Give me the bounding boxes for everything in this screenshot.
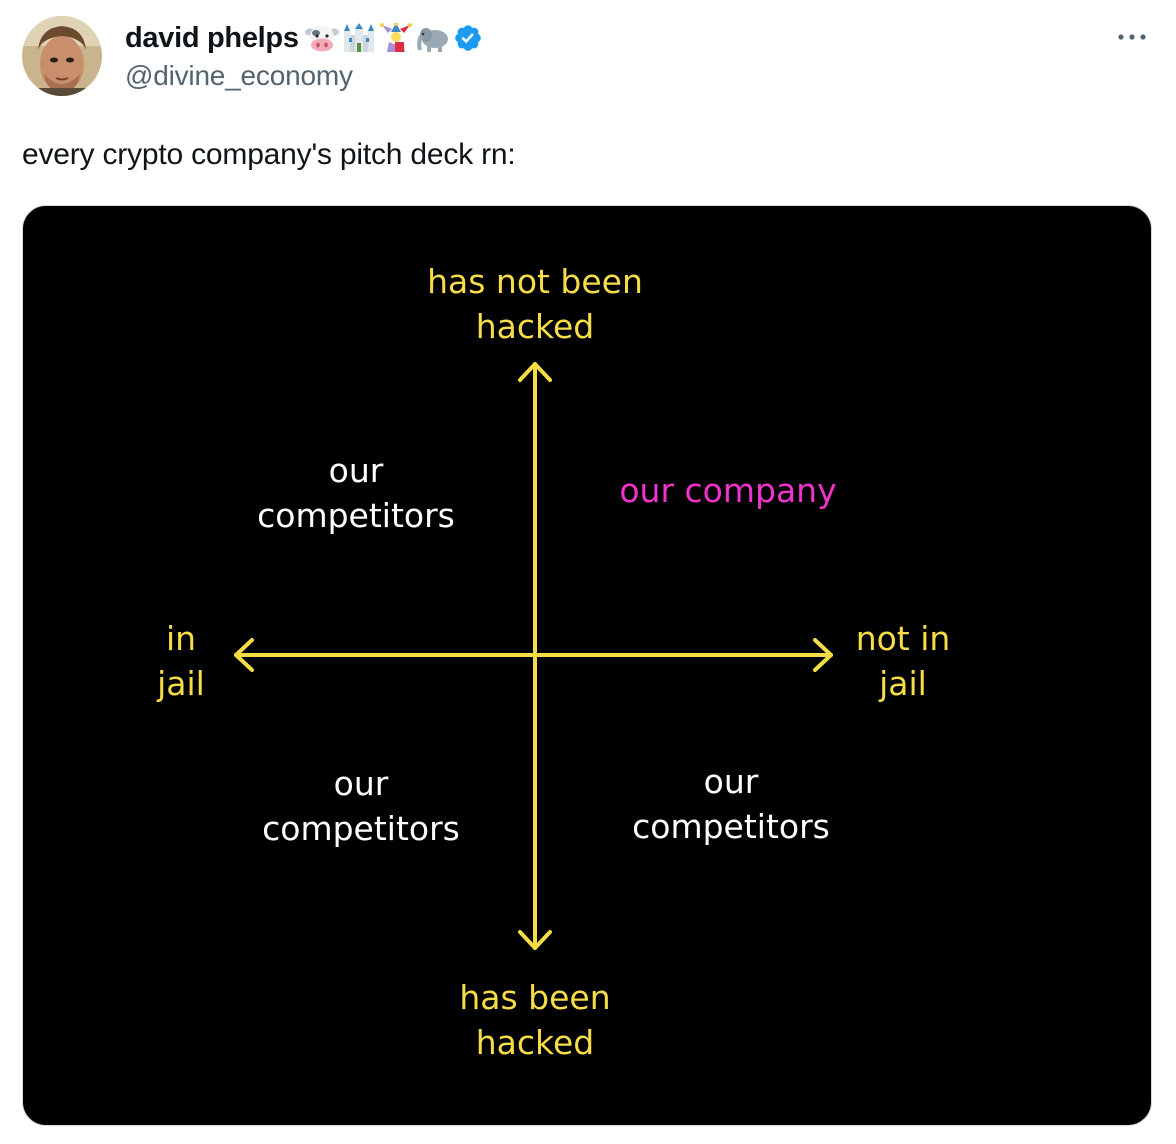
left-arrowhead [234,638,254,672]
more-options-button[interactable] [1114,22,1150,52]
ellipsis-icon [1118,34,1146,40]
cow-face-icon [304,26,339,52]
castle-icon [343,23,374,52]
quadrant-bottom-left: our competitors [262,764,460,848]
author-display-name[interactable]: david phelps [125,21,299,54]
avatar-photo [22,16,102,96]
axis-label-top: has not been hacked [427,262,643,346]
axis-label-left: in jail [157,619,205,703]
author-handle[interactable]: @divine_economy [125,60,353,91]
author-name-row: david phelps [125,20,486,56]
quadrant-axes [234,362,833,950]
tweet-media-image[interactable]: has not been hacked has been hacked in j… [22,205,1152,1126]
down-arrowhead [518,930,552,950]
jester-icon [379,23,412,52]
author-avatar[interactable] [22,16,102,96]
axis-label-right: not in jail [855,619,951,703]
quadrant-bottom-right: our competitors [632,762,830,846]
up-arrowhead [518,362,552,382]
quadrant-top-right: our company [619,471,837,510]
right-arrowhead [813,638,833,672]
name-emoji-group [304,23,486,53]
elephant-icon [416,28,448,52]
axis-label-bottom: has been hacked [459,978,611,1062]
verified-badge-icon [454,25,481,51]
tweet-text: every crypto company's pitch deck rn: [22,138,516,171]
quadrant-top-left: our competitors [257,451,455,535]
